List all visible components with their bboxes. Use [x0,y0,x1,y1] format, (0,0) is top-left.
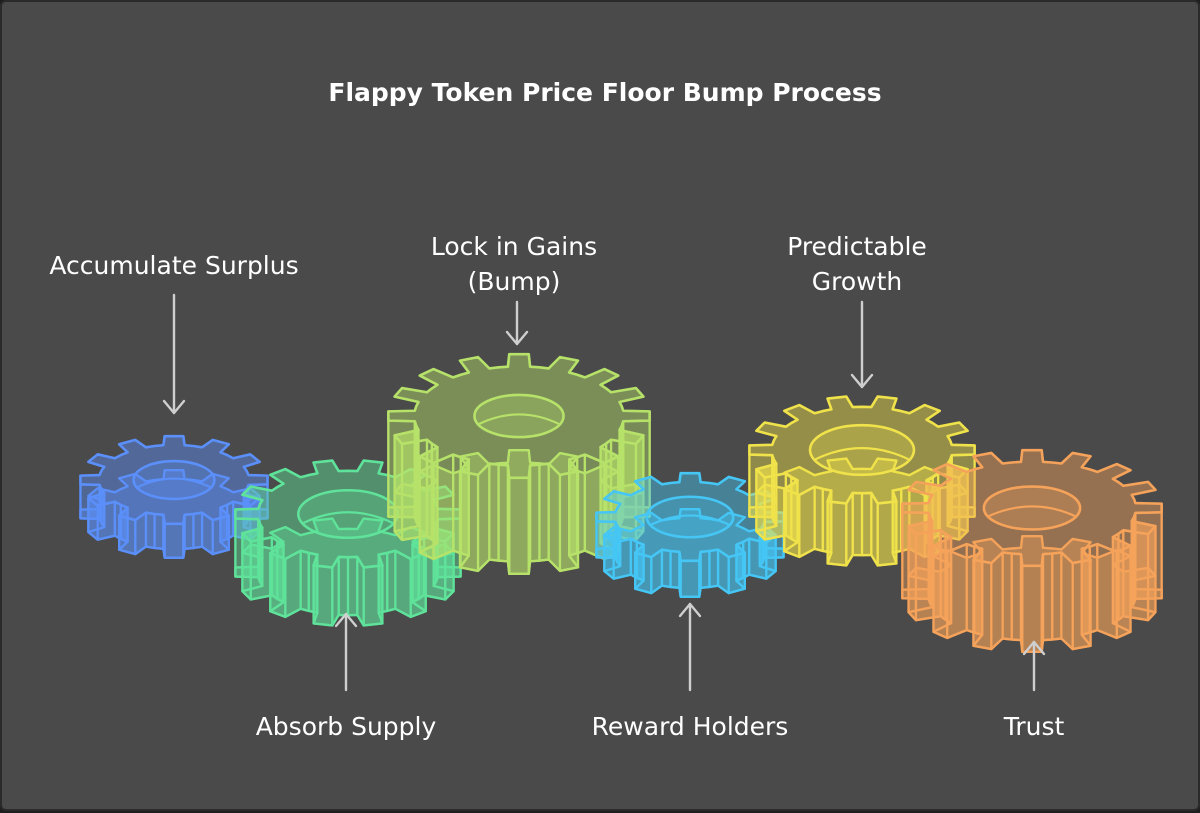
label-trust: Trust [1003,712,1065,741]
arrow-accumulate-surplus [162,293,186,415]
gear-hole-inner-edge [649,514,731,527]
gear-hole-inner-edge [301,511,395,525]
gear-predictable-growth [748,395,976,567]
label-reward-holders: Reward Holders [592,712,789,741]
gear-top-face [387,352,651,480]
gear-hole-inner-edge [477,413,561,426]
label-absorb-supply: Absorb Supply [256,712,437,741]
arrow-reward-holders [678,602,702,692]
label-lock-in-gains: Lock in Gains(Bump) [431,232,597,296]
label-accumulate-surplus: Accumulate Surplus [49,251,298,280]
arrows-layer [162,293,1046,692]
gear-hole [808,423,916,477]
diagram-title: Flappy Token Price Floor Bump Process [328,78,881,107]
gear-top-face [901,448,1163,568]
arrow-trust [1022,640,1046,692]
gear-trust [901,448,1163,654]
arrow-lock-in-gains [505,300,529,346]
gear-top-face [595,471,785,563]
gears-layer [79,352,1163,654]
gear-reward-holders [595,471,785,598]
gear-hole [645,495,735,539]
arrow-predictable-growth [850,300,874,389]
gear-hole [982,485,1082,531]
gear-hole [296,488,400,540]
gear-accumulate-surplus [79,434,269,559]
gear-hole-inner-edge [987,505,1077,518]
gear-hole [473,393,565,439]
gear-lock-in-gains [387,352,651,576]
gear-top-face [79,434,269,526]
gear-hole-inner-edge [136,477,212,489]
gear-side-faces [234,508,462,627]
gear-hole-inner-edge [813,447,911,461]
gear-hole [132,459,216,501]
arrow-absorb-supply [334,612,358,692]
